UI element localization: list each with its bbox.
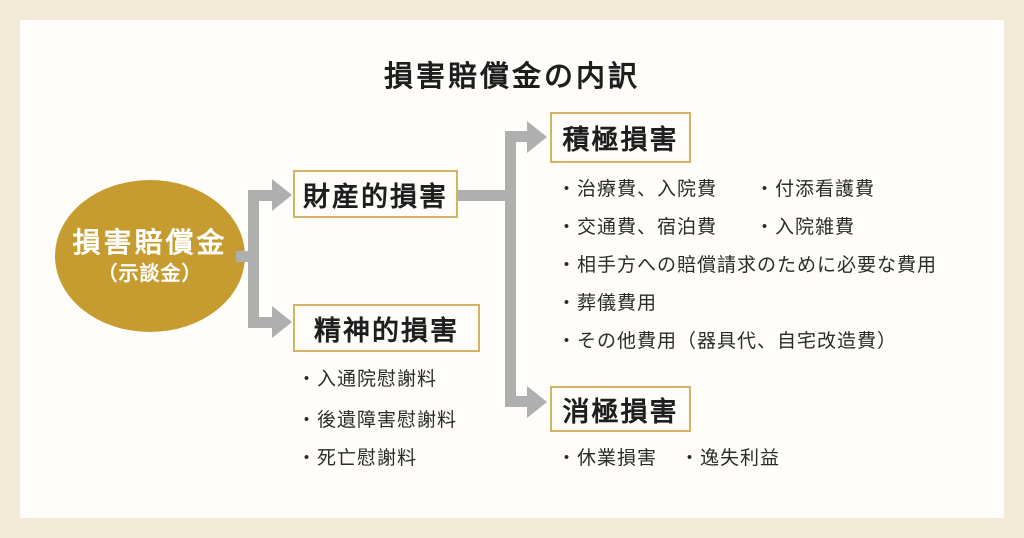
arrowhead-passive-icon [527, 386, 547, 418]
list-item: ・葬儀費用 [557, 293, 657, 315]
list-item-text: ・後遺障害慰謝料 [297, 410, 458, 431]
list-item-text: ・死亡慰謝料 [297, 448, 418, 469]
node-mental-damage-label: 精神的損害 [314, 315, 459, 346]
list-item-text: ・交通費、宿泊費 [557, 217, 718, 238]
connector-root-arm-top [248, 190, 273, 201]
list-item-text: ・その他費用（器具代、自宅改造費） [557, 331, 898, 352]
list-item-text: ・入通院慰謝料 [297, 369, 438, 390]
connector-root-stub [236, 251, 252, 262]
list-item-text: ・葬儀費用 [557, 293, 658, 314]
connector-property-arm-top [505, 131, 528, 142]
list-item: ・その他費用（器具代、自宅改造費） [557, 331, 897, 353]
list-item: ・休業損害 ・逸失利益 [557, 448, 780, 470]
list-item-text: ・入院雑費 [755, 217, 856, 238]
connector-root-arm-bottom [248, 317, 273, 328]
connector-root-trunk [248, 190, 259, 328]
connector-property-trunk [505, 131, 516, 407]
list-item-text: ・休業損害 [557, 448, 658, 469]
node-active-damage-label: 積極損害 [562, 125, 679, 155]
list-item: ・死亡慰謝料 [297, 448, 417, 470]
root-node-label: 損害賠償金 [72, 226, 228, 258]
arrowhead-mental-icon [272, 306, 292, 338]
list-item: ・治療費、入院費 ・付添看護費 [557, 179, 875, 201]
root-node-ellipse: 損害賠償金 （示談金） [55, 180, 245, 332]
node-property-damage: 財産的損害 [293, 170, 458, 218]
list-item-text: ・相手方への賠償請求のために必要な費用 [557, 255, 938, 276]
node-passive-damage: 消極損害 [550, 386, 691, 432]
arrowhead-active-icon [527, 121, 547, 153]
node-passive-damage-label: 消極損害 [562, 396, 679, 427]
node-active-damage: 積極損害 [550, 112, 691, 163]
list-item: ・交通費、宿泊費 ・入院雑費 [557, 217, 855, 239]
list-item: ・入通院慰謝料 [297, 369, 437, 391]
list-item-text: ・治療費、入院費 [557, 179, 718, 200]
node-mental-damage: 精神的損害 [293, 304, 480, 352]
list-item: ・後遺障害慰謝料 [297, 410, 457, 432]
connector-property-arm-bottom [505, 396, 528, 407]
list-item-text: ・逸失利益 [680, 448, 781, 469]
root-node-sublabel: （示談金） [97, 262, 203, 285]
list-item-text: ・付添看護費 [755, 179, 876, 200]
node-property-damage-label: 財産的損害 [303, 181, 448, 212]
list-item: ・相手方への賠償請求のために必要な費用 [557, 255, 937, 277]
arrowhead-property-icon [272, 179, 292, 211]
diagram-title: 損害賠償金の内訳 [383, 61, 640, 93]
connector-property-stub [454, 190, 506, 201]
